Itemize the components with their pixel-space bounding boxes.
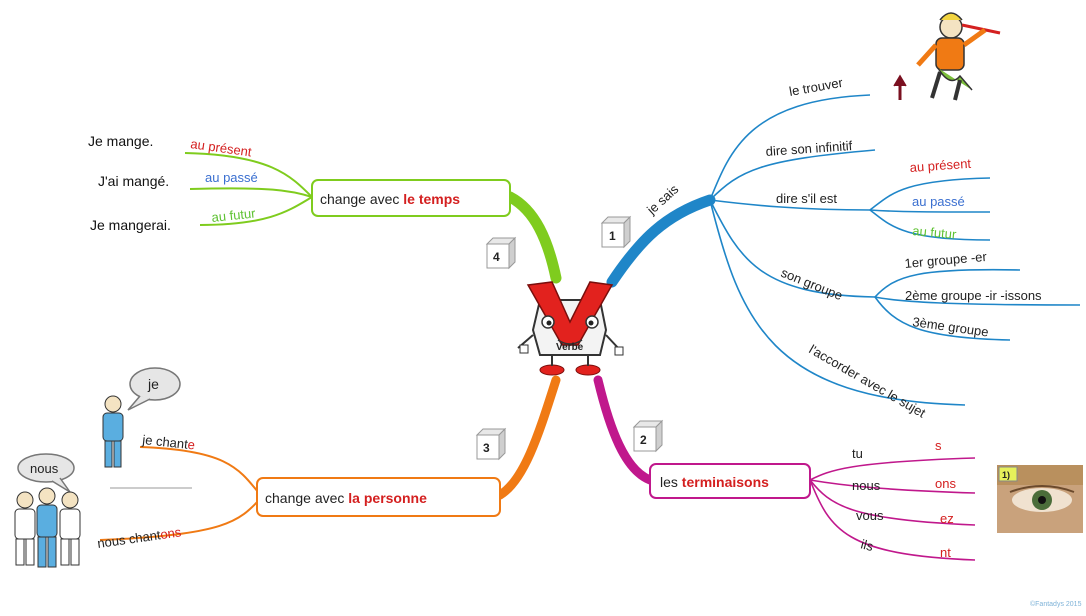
svg-text:3: 3: [483, 441, 490, 455]
row-tu-ending: s: [935, 438, 942, 453]
row-vous-pronoun: vous: [856, 508, 884, 523]
row-nous-pronoun: nous: [852, 478, 881, 493]
svg-text:4: 4: [493, 250, 500, 264]
box-terminaisons-label: les terminaisons: [660, 474, 769, 490]
center-label: Verbe: [556, 342, 584, 353]
example-present-sentence: Je mange.: [88, 133, 153, 149]
item-accorder: l'accorder avec le sujet: [807, 342, 929, 421]
number-cube-1: 1: [600, 215, 632, 249]
example-futur-sentence: Je mangerai.: [90, 217, 171, 233]
branch-3-lines: [99, 446, 263, 541]
item-dire-sil-est: dire s'il est: [776, 191, 837, 206]
number-cube-3: 3: [475, 427, 507, 461]
je-chante-text: je chante: [141, 432, 196, 453]
row-nous-ending: ons: [935, 476, 956, 491]
box-le-temps-label: change avec le temps: [320, 191, 460, 207]
branch-4-lines: [184, 152, 313, 226]
row-tu-pronoun: tu: [852, 446, 863, 461]
item-le-trouver: le trouver: [788, 75, 845, 99]
branch-3-main: [495, 375, 561, 500]
je-speech-bubble: je: [127, 367, 181, 411]
svg-text:nous: nous: [30, 461, 59, 476]
verbe-mascot: Verbe: [517, 281, 624, 376]
box-la-personne: [256, 477, 501, 517]
jumping-character-icon: [893, 12, 1001, 101]
item-tense-passe: au passé: [912, 194, 965, 209]
row-ils-pronoun: ils: [859, 536, 875, 554]
example-passe-tense: au passé: [205, 170, 258, 185]
photo-tag: 1): [1002, 470, 1010, 480]
box-la-personne-label: change avec la personne: [265, 490, 427, 506]
svg-text:je: je: [147, 376, 159, 392]
branch-4-main: [504, 191, 562, 284]
example-futur-tense: au futur: [211, 205, 257, 225]
box-le-temps: [311, 179, 511, 217]
box-terminaisons: [649, 463, 811, 499]
nous-chantons-text: nous chantons: [96, 524, 182, 551]
credit-text: ©Fantadys 2015: [1030, 600, 1082, 608]
example-passe-sentence: J'ai mangé.: [98, 173, 169, 189]
row-ils-ending: nt: [940, 545, 951, 560]
group-people-icon: [14, 487, 81, 568]
branch-2-lines: [809, 457, 976, 561]
item-infinitif: dire son infinitif: [765, 138, 853, 159]
number-cube-2: 2: [632, 419, 664, 453]
number-cube-4: 4: [485, 236, 517, 270]
single-person-icon: [102, 395, 124, 468]
branch-1-lines: [709, 94, 1081, 406]
row-vous-ending: ez: [940, 511, 954, 526]
eye-photo: 1): [997, 465, 1083, 533]
item-groupe-1: 1er groupe -er: [904, 249, 988, 271]
branch-1-main: [606, 194, 716, 288]
svg-text:2: 2: [640, 433, 647, 447]
svg-text:1: 1: [609, 229, 616, 243]
item-groupe-2: 2ème groupe -ir -issons: [905, 288, 1042, 303]
item-tense-present: au présent: [909, 156, 972, 175]
branch-2-main: [593, 375, 655, 485]
item-tense-futur: au futur: [912, 223, 958, 242]
nous-speech-bubble: nous: [17, 453, 75, 493]
